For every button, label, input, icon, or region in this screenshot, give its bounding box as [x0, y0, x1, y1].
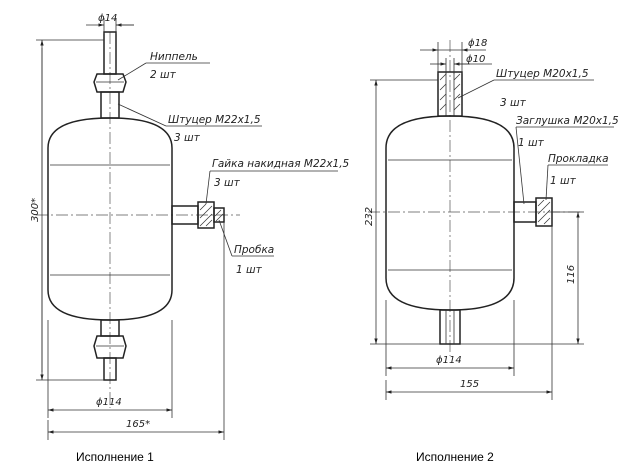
- vessel-body: [47, 117, 173, 321]
- callout-cap-qty: 1 шт: [518, 137, 545, 149]
- dim-dia10: ϕ10: [466, 54, 485, 65]
- variant-1-caption: Исполнение 1: [76, 450, 154, 464]
- side-plug: [213, 207, 225, 223]
- bottom-tube: [103, 357, 117, 381]
- dim-height-2: 232: [364, 207, 375, 226]
- variant-2-drawing: ϕ18 ϕ10 232 116 ϕ114 155: [364, 38, 619, 464]
- callout-fitting-qty: 3 шт: [174, 132, 201, 144]
- top-nipple: [93, 73, 127, 93]
- callout-gasket-name: Прокладка: [548, 153, 609, 165]
- callout-gasket-qty: 1 шт: [550, 175, 577, 187]
- callout-plug-qty: 1 шт: [236, 264, 263, 276]
- dim-body-diameter-2: ϕ114: [436, 355, 462, 366]
- dim-body-diameter: ϕ114: [96, 397, 122, 408]
- dim-side-height: 116: [566, 265, 577, 284]
- dim-width: 165*: [126, 419, 150, 430]
- dim-dia18: ϕ18: [468, 38, 487, 49]
- callout-fitting2-qty: 3 шт: [500, 97, 527, 109]
- callout-nipple-qty: 2 шт: [150, 69, 177, 81]
- bottom-fitting-2: [439, 309, 461, 345]
- variant-1-drawing: ϕ14 300* ϕ114 165* Ниппель 2 шт Штуцер М…: [30, 13, 350, 464]
- callout-fitting-name: Штуцер М22х1,5: [168, 114, 261, 126]
- callout-plug-name: Пробка: [234, 244, 274, 256]
- dim-height: 300*: [30, 198, 41, 222]
- bottom-nipple: [93, 335, 127, 359]
- variant-2-caption: Исполнение 2: [416, 450, 494, 464]
- vessel-body-2: [385, 115, 515, 311]
- callout-nipple-name: Ниппель: [150, 51, 198, 63]
- dim-width-2: 155: [460, 379, 479, 390]
- callout-nut-qty: 3 шт: [214, 177, 241, 189]
- callout-nut-name: Гайка накидная М22х1,5: [212, 158, 350, 170]
- dim-top-diameter: ϕ14: [98, 13, 117, 24]
- callout-fitting2-name: Штуцер М20х1,5: [496, 68, 589, 80]
- callout-cap-name: Заглушка М20х1,5: [516, 115, 619, 127]
